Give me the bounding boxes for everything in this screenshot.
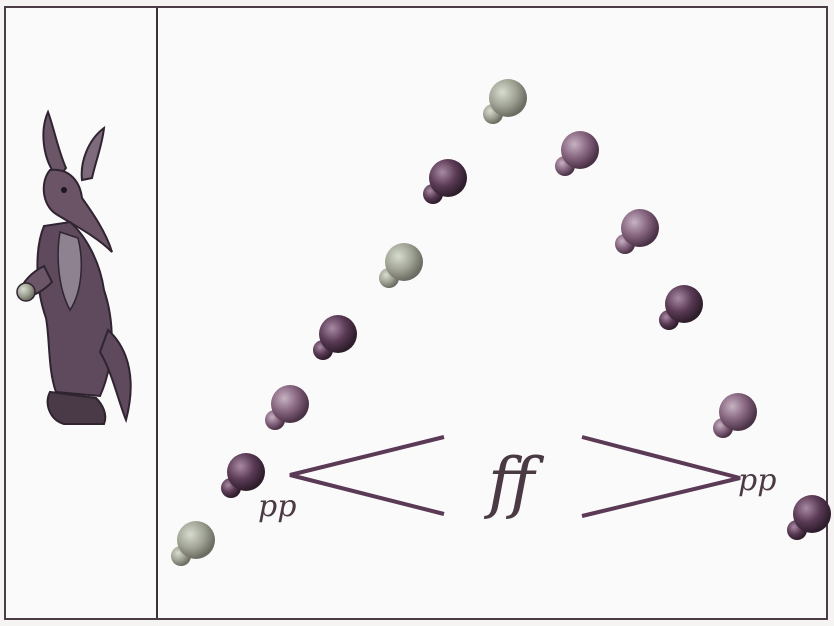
bouncing-ball-icon [423, 159, 467, 204]
bouncing-ball-icon [615, 209, 659, 254]
bouncing-ball-icon [313, 315, 357, 360]
dynamics-markings: pp ff pp [258, 437, 776, 524]
bouncing-ball-icon [483, 79, 527, 124]
bouncing-ball-icon [787, 495, 831, 540]
kangaroo-illustration [17, 112, 131, 424]
bouncing-ball-icon [171, 521, 215, 566]
dynamic-peak-label: ff [483, 444, 545, 521]
dynamic-end-label: pp [738, 463, 776, 498]
bouncing-ball-icon [555, 131, 599, 176]
bouncing-ball-icon [659, 285, 703, 330]
bouncing-ball-icon [713, 393, 757, 438]
decrescendo-hairpin [582, 437, 740, 516]
dynamic-start-label: pp [258, 489, 296, 524]
crescendo-hairpin [290, 437, 444, 514]
bouncing-ball-icon [265, 385, 309, 430]
bouncing-ball-icon [379, 243, 423, 288]
